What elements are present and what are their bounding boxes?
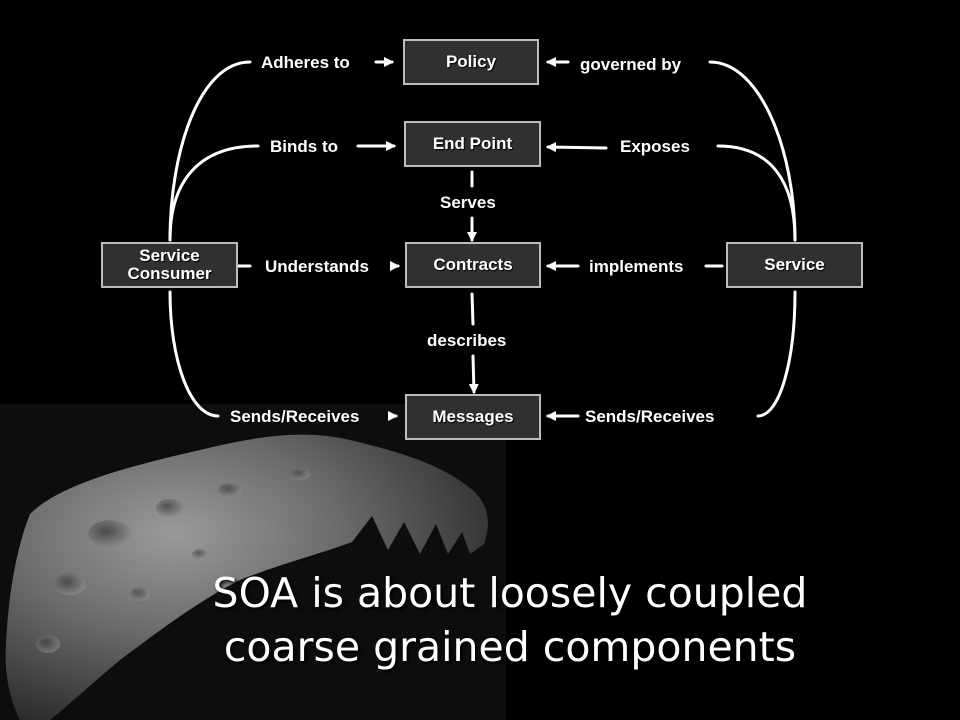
- consumer-to-adheres-curve: [168, 60, 252, 242]
- describes-stem: [470, 292, 475, 326]
- contracts-box: Contracts: [405, 242, 541, 288]
- asteroid-image: [5, 434, 488, 720]
- service-to-governed-curve: [708, 60, 797, 242]
- describes-arrow: [468, 354, 479, 394]
- exposes-label: Exposes: [620, 137, 690, 156]
- caption-line2: coarse grained components: [223, 623, 797, 671]
- policy-box: Policy: [403, 39, 539, 85]
- caption-line1: SOA is about loosely coupled: [212, 569, 808, 617]
- slide-caption: SOA is about loosely coupled coarse grai…: [100, 566, 920, 674]
- binds-to-label: Binds to: [270, 137, 338, 156]
- messages-box: Messages: [405, 394, 541, 440]
- governed-by-label: governed by: [580, 55, 682, 74]
- adheres-to-label: Adheres to: [261, 53, 350, 72]
- service-label: Service: [764, 255, 825, 274]
- end-point-box: End Point: [404, 121, 541, 167]
- serves-label: Serves: [440, 193, 496, 212]
- service-to-exposes-curve: [716, 144, 797, 242]
- consumer-to-binds-curve: [168, 144, 260, 242]
- implements-label: implements: [589, 257, 684, 276]
- service-consumer-label-line1: Service: [139, 246, 200, 265]
- policy-label: Policy: [445, 52, 497, 71]
- describes-label: describes: [427, 331, 507, 350]
- service-consumer-box: Service Consumer: [101, 242, 238, 288]
- service-consumer-label-line2: Consumer: [127, 264, 212, 283]
- service-box: Service: [726, 242, 863, 288]
- messages-label: Messages: [432, 407, 514, 426]
- end-point-label: End Point: [432, 134, 513, 153]
- service-to-sends-curve: [756, 290, 797, 418]
- sends-receives-right-label: Sends/Receives: [585, 407, 715, 426]
- exposes-arrow: [546, 142, 608, 153]
- contracts-label: Contracts: [433, 255, 513, 274]
- consumer-to-sends-curve: [168, 290, 220, 418]
- understands-label: Understands: [265, 257, 369, 276]
- asteroid-photo: [0, 404, 506, 720]
- sends-receives-left-label: Sends/Receives: [230, 407, 360, 426]
